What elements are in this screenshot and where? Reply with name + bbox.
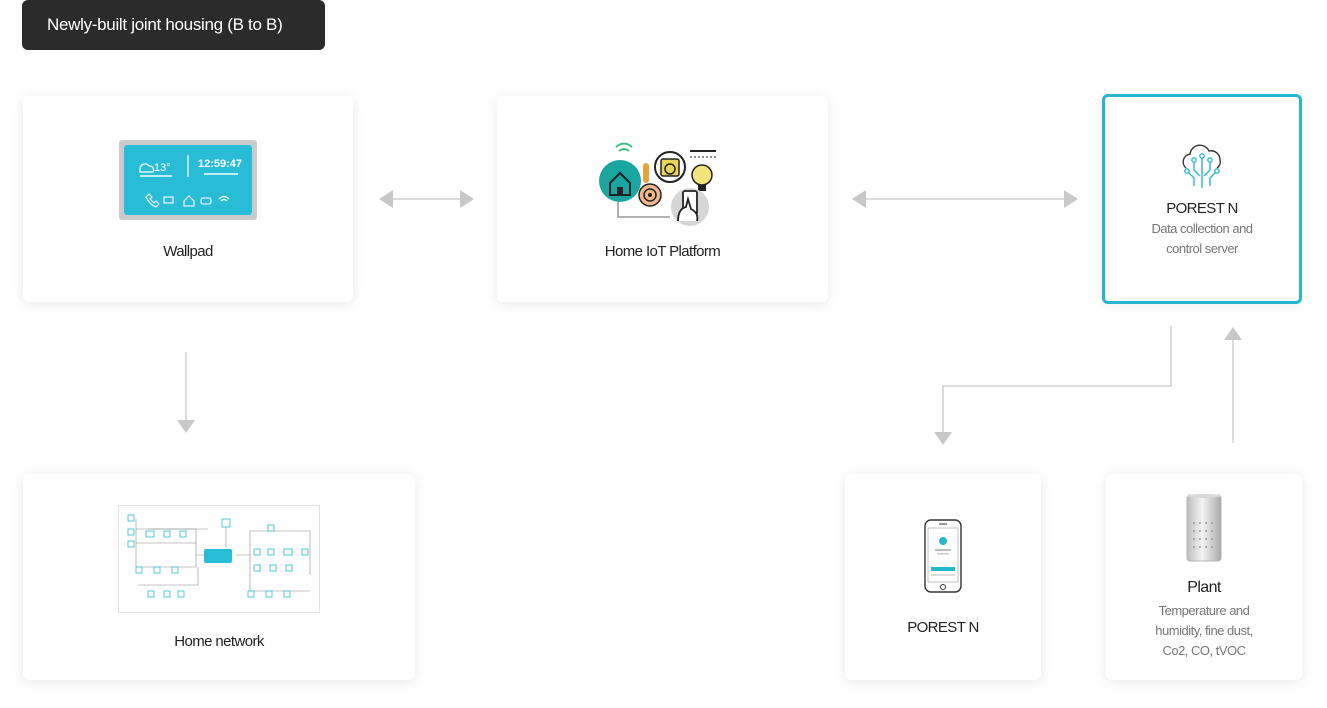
air-sensor-device-icon: [1186, 494, 1222, 562]
platform-title: Home IoT Platform: [604, 242, 721, 260]
network-diagram-icon: [118, 504, 320, 613]
wifi-icon: [218, 195, 230, 201]
wallpad-temp: 13°: [154, 162, 171, 174]
plant-title: Plant: [1187, 579, 1221, 596]
cloud-server-icon: [1182, 144, 1222, 188]
server-subtitle-2: control server: [1166, 240, 1238, 256]
phone-icon: [145, 192, 160, 208]
homenet-title: Home network: [174, 632, 264, 650]
plant-subtitle-1: Temperature and: [1158, 603, 1250, 618]
plant-card: Plant Temperature and humidity, fine dus…: [1106, 474, 1302, 680]
iot-platform-icon: [598, 142, 716, 226]
wallpad-card: 13° 12:59:47 Wallpad: [23, 96, 353, 302]
wallpad-clock: 12:59:47: [198, 158, 242, 170]
app-card: POREST N: [845, 474, 1041, 680]
server-subtitle-1: Data collection and: [1151, 220, 1253, 236]
category-tag-label: Newly-built joint housing (B to B): [47, 15, 283, 34]
platform-card: Home IoT Platform: [497, 96, 828, 302]
homenet-card: Home network: [23, 474, 415, 680]
category-tag: Newly-built joint housing (B to B): [22, 0, 325, 50]
server-title: POREST N: [1166, 199, 1238, 217]
plant-subtitle-2: humidity, fine dust,: [1155, 623, 1253, 638]
home-icon: [183, 194, 195, 207]
cctv-icon: [163, 195, 174, 204]
smartphone-icon: [924, 518, 962, 593]
server-card: POREST N Data collection and control ser…: [1102, 94, 1302, 304]
arrow-server-app: [942, 326, 1172, 434]
plant-subtitle-3: Co2, CO, tVOC: [1162, 643, 1246, 658]
app-title: POREST N: [907, 618, 979, 636]
wallpad-title: Wallpad: [163, 242, 213, 260]
car-icon: [200, 196, 212, 205]
wallpad-device-icon: 13° 12:59:47: [119, 139, 257, 220]
